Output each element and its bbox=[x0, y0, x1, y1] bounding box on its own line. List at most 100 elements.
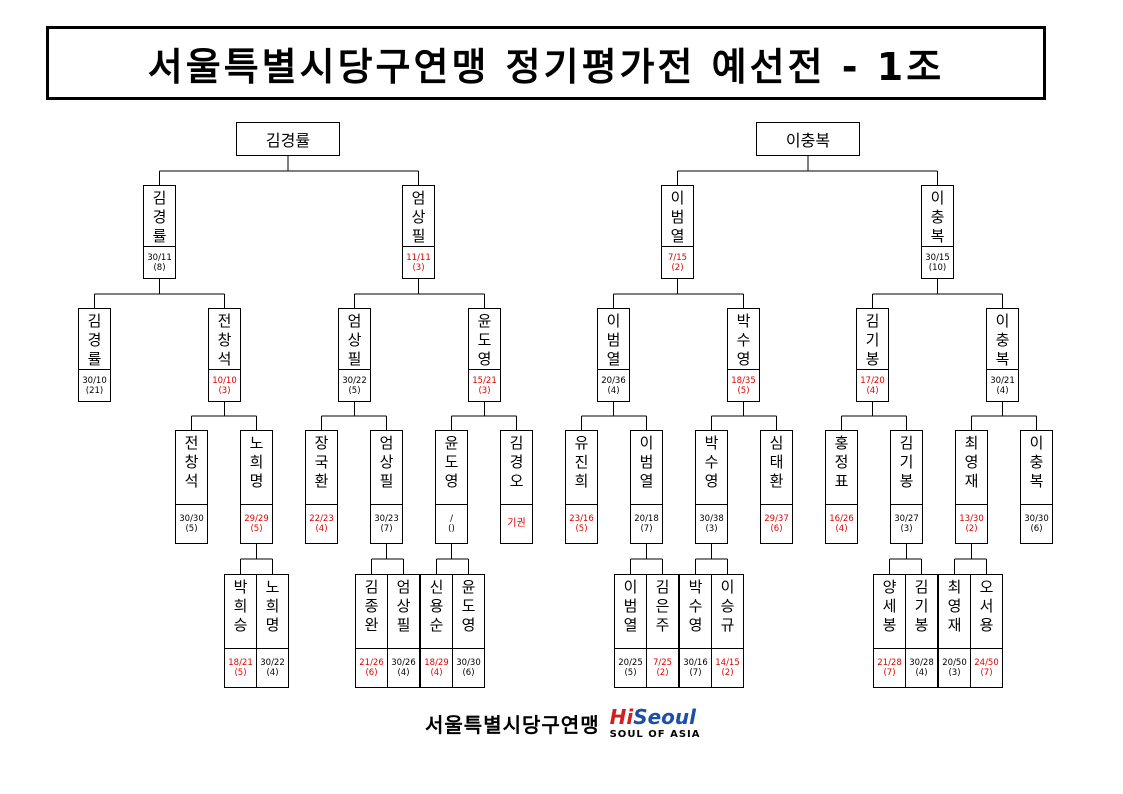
score-value: 21/28 bbox=[877, 658, 902, 668]
innings-value: (3) bbox=[478, 385, 491, 396]
match-score: 18/21(5) bbox=[225, 648, 256, 687]
innings-value: (8) bbox=[153, 262, 166, 273]
score-value: 7/25 bbox=[652, 658, 673, 668]
match-score: 20/25(5) bbox=[615, 648, 646, 687]
score-value: 30/23 bbox=[374, 514, 399, 524]
page-title: 서울특별시당구연맹 정기평가전 예선전 - 1조 bbox=[46, 26, 1046, 100]
match-score: 10/10(3) bbox=[209, 369, 240, 401]
match-score: 30/27(3) bbox=[891, 504, 922, 543]
match-score: 30/26(4) bbox=[388, 648, 419, 687]
innings-value: (10) bbox=[928, 262, 947, 273]
innings-value: (5) bbox=[234, 668, 247, 678]
innings-value: (5) bbox=[737, 385, 750, 396]
match-score: 30/22(4) bbox=[257, 648, 288, 687]
match-score: 14/15(2) bbox=[712, 648, 743, 687]
score-value: 18/21 bbox=[228, 658, 253, 668]
score-value: 20/18 bbox=[634, 514, 659, 524]
score-value: 17/20 bbox=[860, 375, 885, 386]
match-score: 18/35(5) bbox=[728, 369, 759, 401]
innings-value: (7) bbox=[380, 524, 393, 534]
match-score: 30/30(6) bbox=[1021, 504, 1052, 543]
match-score: 23/16(5) bbox=[566, 504, 597, 543]
logo-seoul: Seoul bbox=[633, 705, 697, 729]
innings-value: (6) bbox=[365, 668, 378, 678]
match-score: 24/50(7) bbox=[971, 648, 1002, 687]
innings-value: (4) bbox=[315, 524, 328, 534]
score-value: 29/37 bbox=[764, 514, 789, 524]
innings-value: (6) bbox=[1030, 524, 1043, 534]
score-value: 13/30 bbox=[959, 514, 984, 524]
match-score: 20/36(4) bbox=[598, 369, 629, 401]
score-value: 18/29 bbox=[424, 658, 449, 668]
group-winner-box: 김경률 bbox=[236, 122, 340, 156]
innings-value: (4) bbox=[397, 668, 410, 678]
match-score: /() bbox=[436, 504, 467, 543]
innings-value: (3) bbox=[900, 524, 913, 534]
innings-value: (4) bbox=[996, 385, 1009, 396]
match-score: 29/37(6) bbox=[761, 504, 792, 543]
score-value: 30/10 bbox=[82, 375, 107, 386]
innings-value: (6) bbox=[770, 524, 783, 534]
match-score: 16/26(4) bbox=[826, 504, 857, 543]
title-text: 서울특별시당구연맹 정기평가전 예선전 - 1조 bbox=[147, 44, 945, 89]
score-value: 16/26 bbox=[829, 514, 854, 524]
match-score: 30/16(7) bbox=[680, 648, 711, 687]
score-value: 30/38 bbox=[699, 514, 724, 524]
match-score: 30/28(4) bbox=[906, 648, 937, 687]
match-score: 30/21(4) bbox=[987, 369, 1018, 401]
innings-value: (4) bbox=[266, 668, 279, 678]
match-score: 18/29(4) bbox=[421, 648, 452, 687]
innings-value: (5) bbox=[348, 385, 361, 396]
match-score: 30/23(7) bbox=[371, 504, 402, 543]
score-value: 11/11 bbox=[406, 252, 431, 263]
match-score: 30/30(6) bbox=[453, 648, 484, 687]
innings-value: (2) bbox=[656, 668, 669, 678]
score-value: 기권 bbox=[507, 518, 526, 529]
score-value: 30/22 bbox=[260, 658, 285, 668]
score-value: 22/23 bbox=[309, 514, 334, 524]
innings-value: (4) bbox=[430, 668, 443, 678]
footer-org-name: 서울특별시당구연맹 bbox=[425, 713, 600, 737]
match-score: 21/26(6) bbox=[356, 648, 387, 687]
innings-value: (5) bbox=[185, 524, 198, 534]
score-value: 7/15 bbox=[667, 252, 688, 263]
score-value: 29/29 bbox=[244, 514, 269, 524]
innings-value: (5) bbox=[575, 524, 588, 534]
match-score: 11/11(3) bbox=[403, 246, 434, 278]
innings-value: (5) bbox=[250, 524, 263, 534]
